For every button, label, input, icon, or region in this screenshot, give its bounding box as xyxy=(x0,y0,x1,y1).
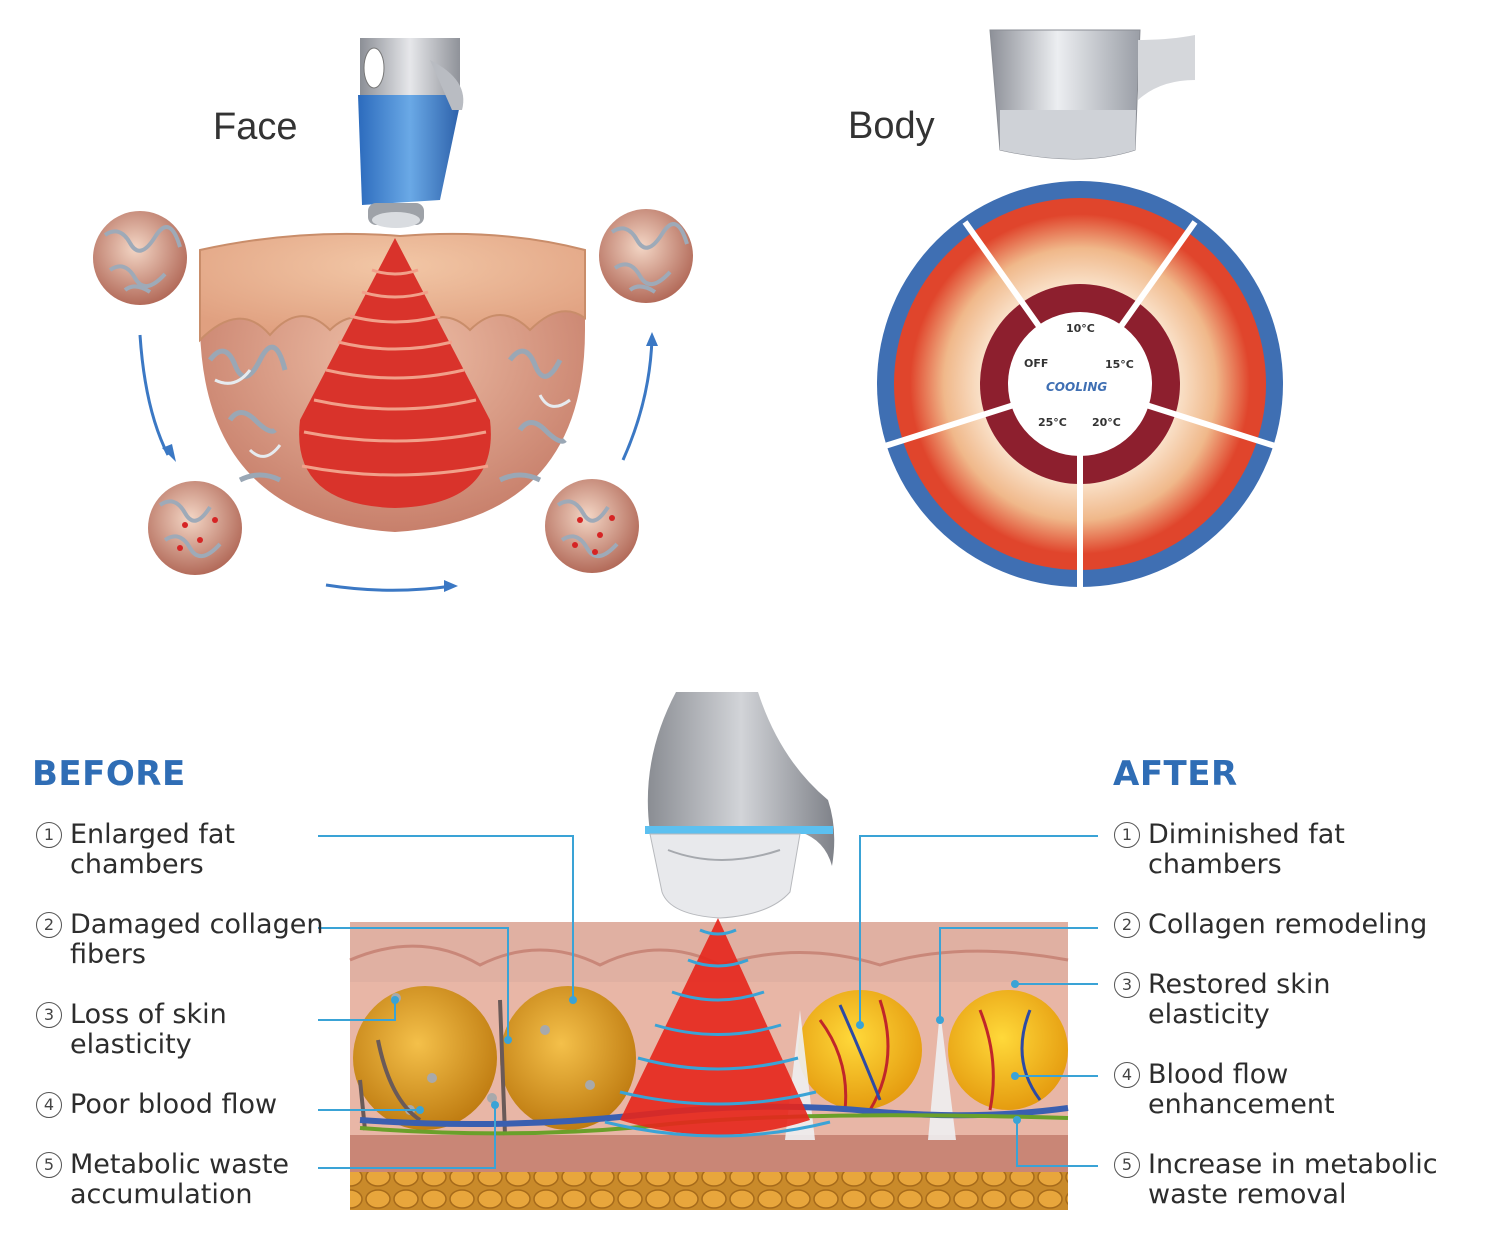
item-label: Diminished fat chambers xyxy=(1148,819,1345,880)
before-leader-dots xyxy=(391,996,577,1114)
item-label: Damaged collagen fibers xyxy=(70,909,324,970)
body-label: Body xyxy=(848,105,935,147)
item-number: 2 xyxy=(1114,912,1140,938)
collagen-bubble-bottom-right xyxy=(545,479,639,573)
item-number: 2 xyxy=(36,912,62,938)
face-label: Face xyxy=(213,106,298,148)
after-item-1: 1 Diminished fat chambers xyxy=(1114,820,1345,880)
item-label: Restored skin elasticity xyxy=(1148,969,1331,1030)
after-item-4: 4 Blood flow enhancement xyxy=(1114,1060,1335,1120)
before-heading: BEFORE xyxy=(32,754,186,794)
item-number: 4 xyxy=(1114,1062,1140,1088)
collagen-bubble-top-right xyxy=(599,209,693,303)
before-item-3: 3 Loss of skin elasticity xyxy=(36,1000,227,1060)
dial-setting-25: 25°C xyxy=(1038,416,1067,429)
after-leader-lines xyxy=(859,835,1098,1167)
item-label: Loss of skin elasticity xyxy=(70,999,227,1060)
item-number: 1 xyxy=(1114,822,1140,848)
item-number: 5 xyxy=(1114,1152,1140,1178)
before-item-1: 1 Enlarged fat chambers xyxy=(36,820,235,880)
item-label: Collagen remodeling xyxy=(1148,909,1428,940)
dial-setting-20: 20°C xyxy=(1092,416,1121,429)
dial-setting-15: 15°C xyxy=(1105,358,1134,371)
item-label: Blood flow enhancement xyxy=(1148,1059,1335,1120)
cooling-dial xyxy=(877,181,1283,588)
item-label: Enlarged fat chambers xyxy=(70,819,235,880)
after-item-2: 2 Collagen remodeling xyxy=(1114,910,1427,940)
item-number: 3 xyxy=(36,1002,62,1028)
dial-setting-off: OFF xyxy=(1024,357,1049,370)
before-item-5: 5 Metabolic waste accumulation xyxy=(36,1150,289,1210)
before-fat-chambers xyxy=(353,986,636,1136)
before-item-4: 4 Poor blood flow xyxy=(36,1090,277,1120)
item-label: Poor blood flow xyxy=(70,1089,278,1120)
item-number: 3 xyxy=(1114,972,1140,998)
dial-center-label: COOLING xyxy=(1046,380,1108,394)
item-number: 4 xyxy=(36,1092,62,1118)
collagen-bubble-bottom-left xyxy=(148,481,242,575)
dial-setting-10: 10°C xyxy=(1066,322,1095,335)
before-item-2: 2 Damaged collagen fibers xyxy=(36,910,323,970)
item-label: Increase in metabolic waste removal xyxy=(1148,1149,1438,1210)
arrow-heads xyxy=(162,332,658,592)
item-number: 5 xyxy=(36,1152,62,1178)
body-probe xyxy=(989,29,1195,160)
collagen-bubble-top-left xyxy=(93,211,187,305)
face-skin-section xyxy=(199,232,586,532)
after-heading: AFTER xyxy=(1113,754,1238,794)
after-item-3: 3 Restored skin elasticity xyxy=(1114,970,1331,1030)
before-leader-lines xyxy=(318,835,574,1169)
item-number: 1 xyxy=(36,822,62,848)
cycle-arrows xyxy=(138,334,654,592)
face-probe xyxy=(358,38,464,228)
after-leader-dots xyxy=(856,980,1021,1124)
item-label: Metabolic waste accumulation xyxy=(70,1149,290,1210)
energy-cone xyxy=(604,918,831,1138)
handpiece xyxy=(645,692,835,919)
after-item-5: 5 Increase in metabolic waste removal xyxy=(1114,1150,1438,1210)
